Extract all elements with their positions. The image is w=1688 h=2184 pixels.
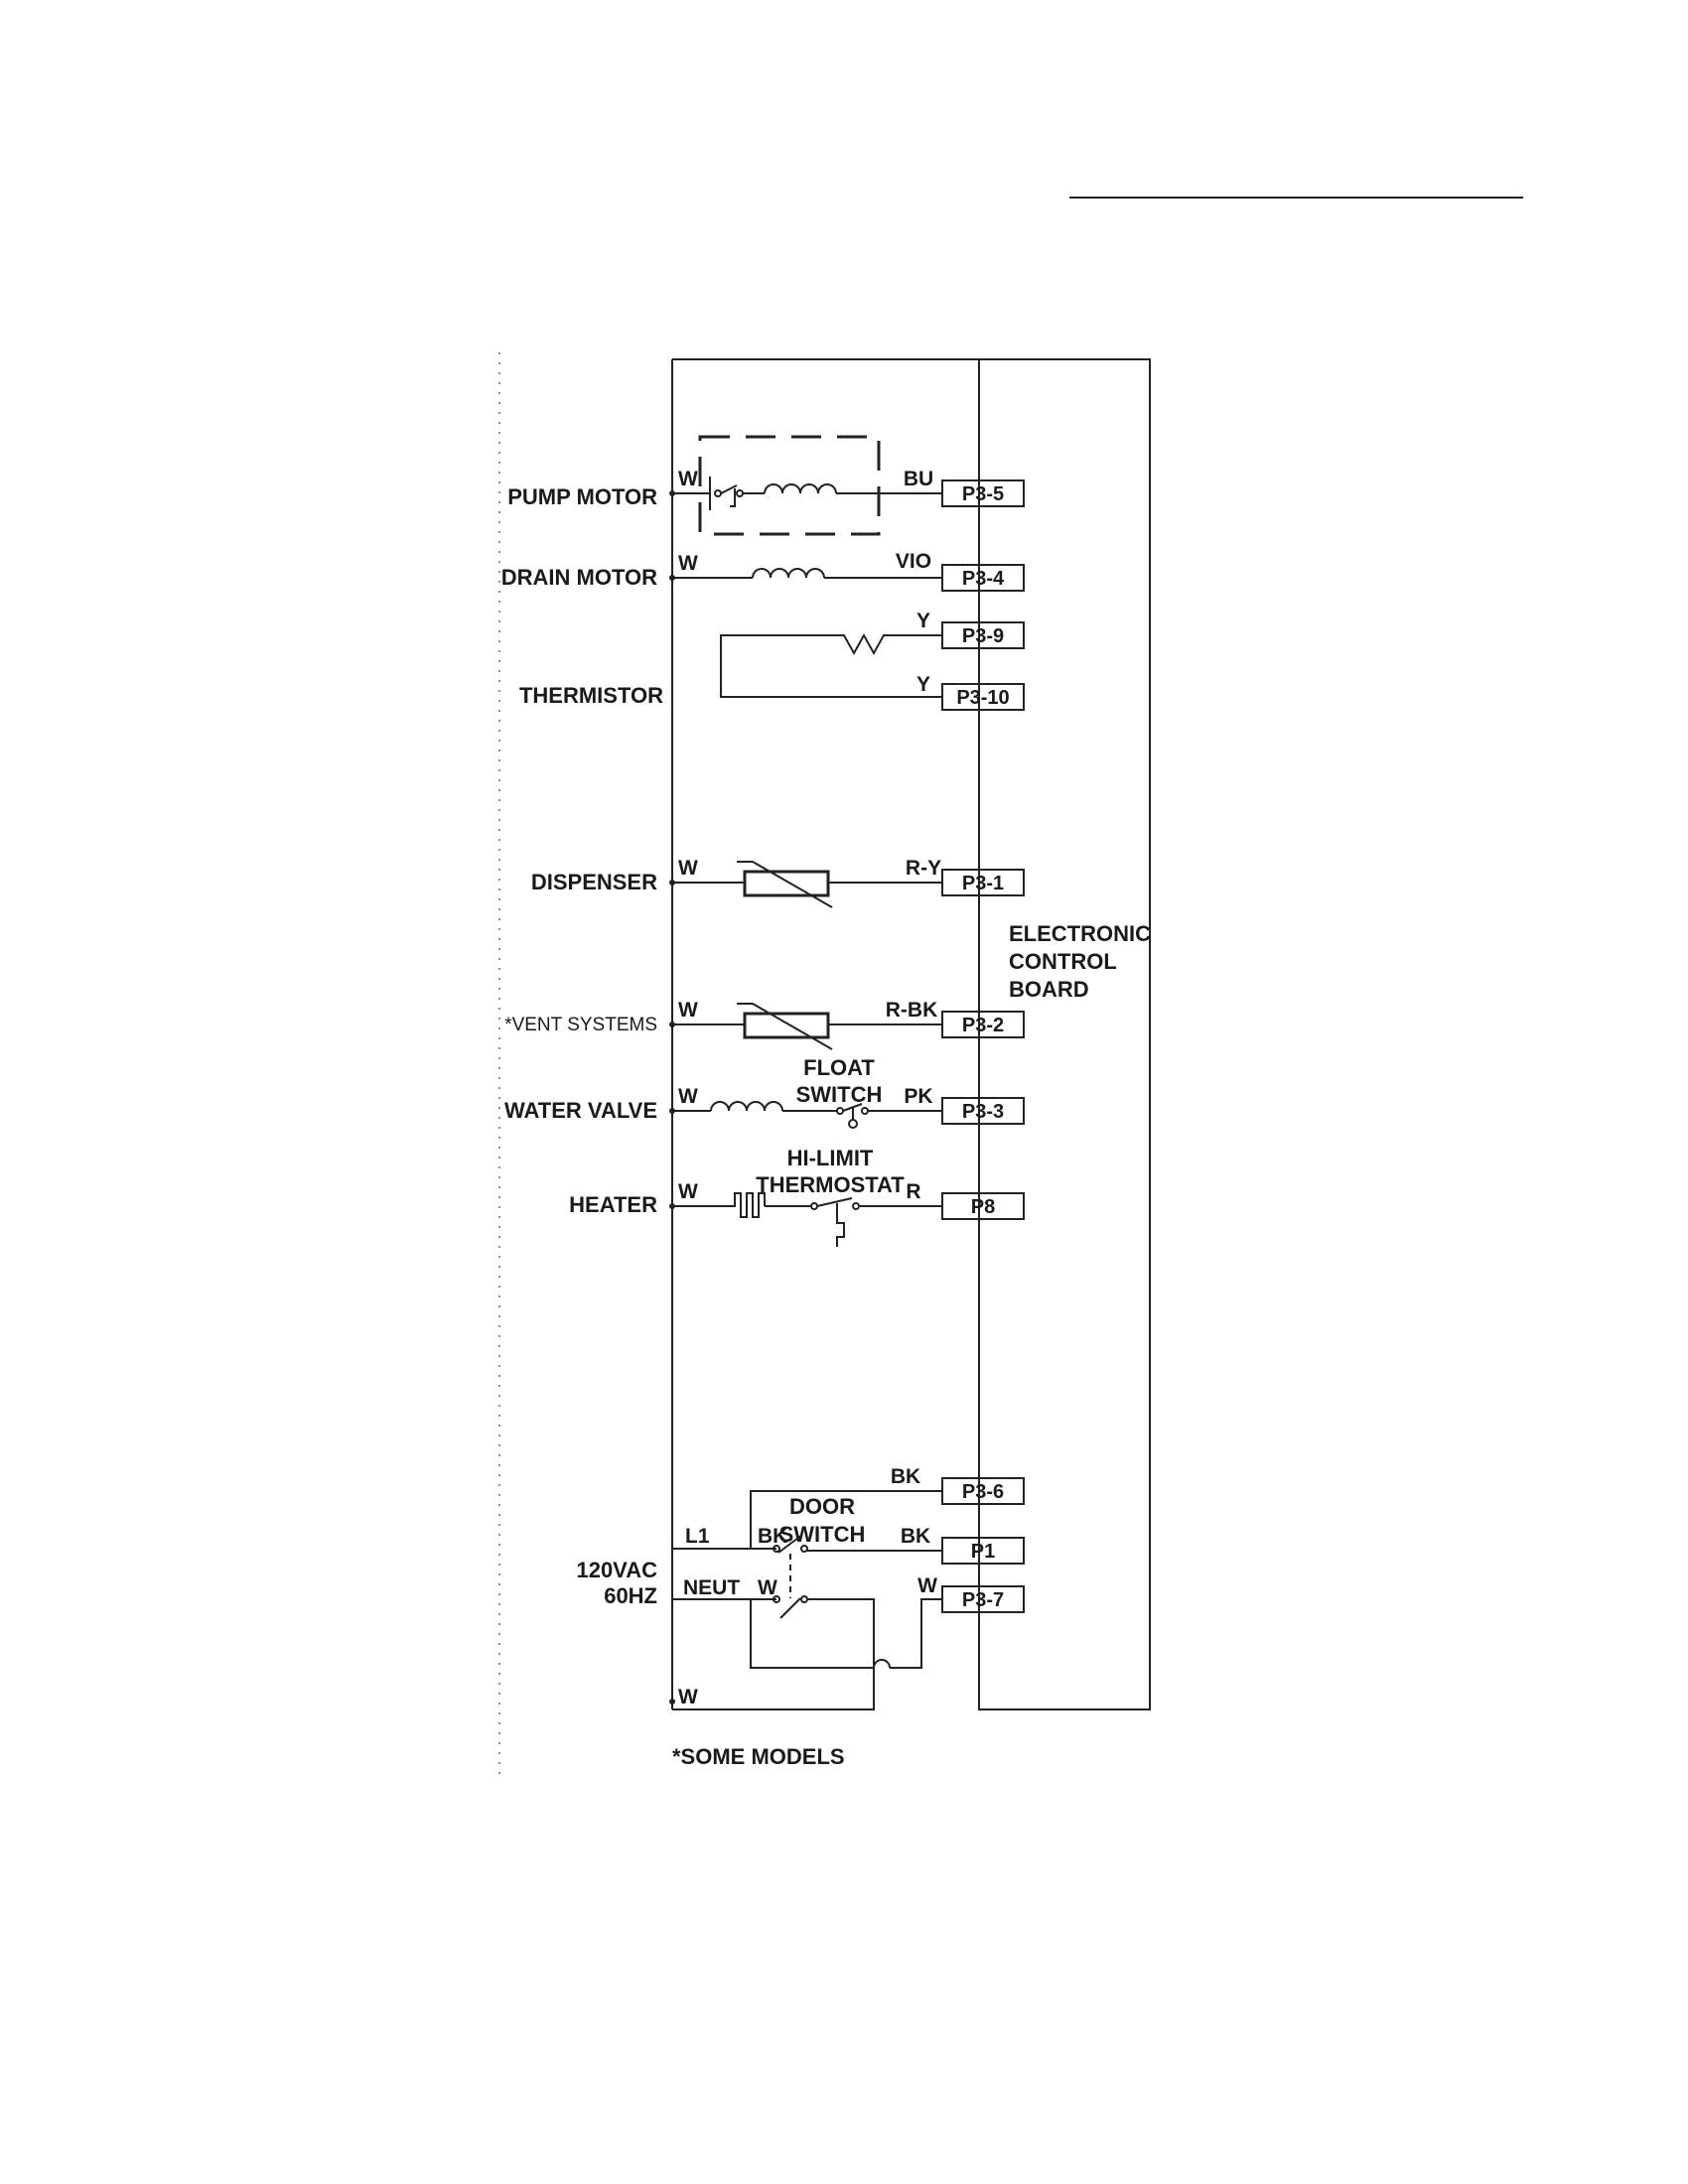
- wire-neut: NEUT: [683, 1576, 740, 1599]
- svg-text:P3-6: P3-6: [962, 1481, 1004, 1503]
- wire-p3-6: BK: [891, 1465, 920, 1488]
- wire-vent-in: W: [678, 999, 698, 1022]
- svg-text:P1: P1: [971, 1541, 995, 1563]
- drain-motor-circuit: [672, 568, 942, 579]
- door-switch-circuit: [672, 1490, 942, 1710]
- svg-text:P3-4: P3-4: [962, 568, 1005, 590]
- drain-coil-icon: [752, 568, 825, 579]
- wire-drain-in: W: [678, 552, 698, 575]
- label-water-valve: WATER VALVE: [504, 1098, 657, 1123]
- label-60hz: 60HZ: [604, 1583, 657, 1608]
- label-pump-motor: PUMP MOTOR: [507, 484, 657, 509]
- door-switch-label-2: SWITCH: [779, 1522, 866, 1547]
- svg-text:P3-2: P3-2: [962, 1015, 1004, 1036]
- electronic-control-board: [978, 358, 1151, 1710]
- valve-coil-icon: [710, 1101, 783, 1112]
- connector-p3-3: P3-3: [941, 1097, 1025, 1125]
- connector-p3-2: P3-2: [941, 1011, 1025, 1038]
- board-label-line3: BOARD: [1009, 977, 1089, 1002]
- wire-l1: L1: [685, 1525, 710, 1548]
- connector-p3-10: P3-10: [941, 683, 1025, 711]
- svg-text:P3-10: P3-10: [956, 687, 1009, 709]
- water-valve-circuit: [672, 1101, 942, 1129]
- wire-vent-out: R-BK: [886, 999, 938, 1022]
- label-dispenser: DISPENSER: [531, 870, 657, 894]
- wire-pump-in: W: [678, 468, 698, 490]
- door-switch-label-1: DOOR: [789, 1494, 855, 1519]
- wire-disp-in: W: [678, 857, 698, 880]
- vent-circuit: [672, 1003, 942, 1050]
- wire-bottom-w: W: [678, 1686, 698, 1708]
- wire-pump-out: BU: [904, 468, 933, 490]
- wire-disp-out: R-Y: [906, 857, 941, 880]
- label-heater: HEATER: [569, 1192, 657, 1217]
- svg-text:P3-9: P3-9: [962, 625, 1004, 647]
- svg-text:P8: P8: [971, 1196, 995, 1218]
- vent-heater-icon: [743, 1012, 830, 1039]
- wire-valve-in: W: [678, 1085, 698, 1108]
- heater-element-icon: [730, 1192, 766, 1218]
- label-vent-systems: *VENT SYSTEMS: [504, 1015, 657, 1035]
- board-label-line1: ELECTRONIC: [1009, 921, 1151, 946]
- wire-l1-bk: BK: [758, 1525, 787, 1548]
- label-120vac: 120VAC: [576, 1558, 657, 1582]
- wire-valve-out: PK: [904, 1085, 932, 1108]
- dispenser-circuit: [672, 861, 942, 908]
- wire-p1: BK: [901, 1525, 930, 1548]
- connector-p3-7: P3-7: [941, 1585, 1025, 1613]
- thermistor-circuit: [720, 632, 942, 698]
- float-switch-label-1: FLOAT: [803, 1055, 875, 1080]
- hi-limit-label-2: THERMOSTAT: [756, 1172, 905, 1197]
- heater-circuit: [672, 1192, 942, 1247]
- label-drain-motor: DRAIN MOTOR: [501, 565, 657, 590]
- wire-p3-7: W: [917, 1574, 937, 1597]
- board-label-line2: CONTROL: [1009, 949, 1117, 974]
- connector-p8: P8: [941, 1192, 1025, 1220]
- pump-coil-icon: [764, 483, 837, 494]
- hi-limit-label-1: HI-LIMIT: [787, 1146, 874, 1170]
- wire-therm-bottom: Y: [916, 673, 930, 696]
- connector-p3-6: P3-6: [941, 1477, 1025, 1505]
- hi-limit-thermostat-icon: [836, 1203, 845, 1247]
- svg-text:P3-5: P3-5: [962, 483, 1004, 505]
- svg-text:P3-3: P3-3: [962, 1101, 1004, 1123]
- float-switch-label-2: SWITCH: [796, 1082, 883, 1107]
- connector-p3-5: P3-5: [941, 479, 1025, 507]
- connector-p1: P1: [941, 1537, 1025, 1565]
- svg-text:P3-1: P3-1: [962, 873, 1004, 894]
- svg-text:P3-7: P3-7: [962, 1589, 1004, 1611]
- connector-p3-4: P3-4: [941, 564, 1025, 592]
- wire-heater-in: W: [678, 1180, 698, 1203]
- float-switch-icon: [848, 1119, 858, 1129]
- pump-motor-circuit: [672, 435, 942, 536]
- connector-p3-1: P3-1: [941, 869, 1025, 896]
- frame: [671, 358, 1151, 1710]
- label-thermistor: THERMISTOR: [519, 683, 663, 708]
- connector-p3-9: P3-9: [941, 621, 1025, 649]
- wire-therm-top: Y: [916, 610, 930, 632]
- wire-neut-w: W: [758, 1576, 777, 1599]
- wire-drain-out: VIO: [896, 550, 931, 573]
- dispenser-heater-icon: [743, 870, 830, 897]
- wire-heater-out: R: [906, 1180, 920, 1203]
- footnote: *SOME MODELS: [672, 1744, 845, 1769]
